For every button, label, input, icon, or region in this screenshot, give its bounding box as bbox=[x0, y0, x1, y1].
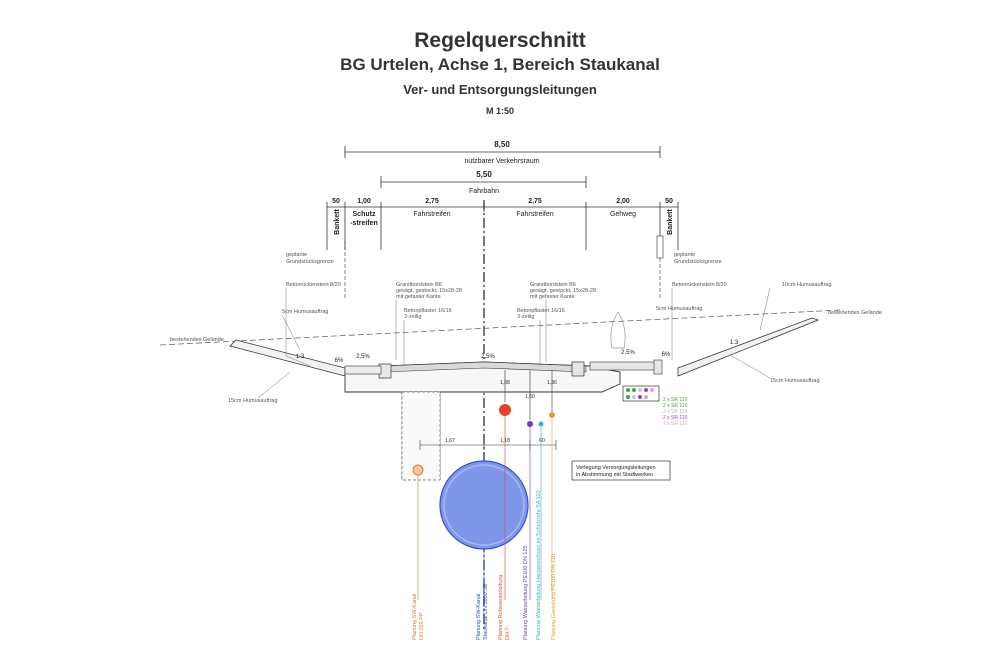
dim-schutz: 1,00 bbox=[357, 198, 371, 205]
leader-lines bbox=[257, 287, 771, 399]
staukanal-pipe bbox=[439, 460, 529, 550]
pflaster-right-2: 3-zeilig bbox=[517, 314, 534, 320]
pipe-label-sw-2: DN 250 PP bbox=[419, 612, 425, 640]
legend-item-3: 2 x SR 110 bbox=[663, 409, 688, 415]
pflaster-left-1: Betonpflaster 16/16 bbox=[404, 308, 452, 314]
humus-right: 5cm Humusauftrag bbox=[656, 306, 702, 312]
dim-lane-left: 2,75 bbox=[425, 198, 439, 205]
legend-item-1: 2 x SR 110 bbox=[663, 397, 688, 403]
dim-lane-right: 2,75 bbox=[528, 198, 542, 205]
sw-kanal-pipe bbox=[412, 464, 424, 476]
depth-3: 1,36 bbox=[547, 380, 557, 386]
grenze-left-1: geplante bbox=[286, 252, 307, 258]
existing-terrain-line bbox=[159, 309, 841, 346]
pipe-leaders bbox=[417, 416, 553, 600]
dim-bankett-right: 50 bbox=[665, 198, 673, 205]
title-block: Regelquerschnitt BG Urtelen, Achse 1, Be… bbox=[0, 28, 1000, 116]
pipe-label-hausanschluss: Planung Wasserleitung Hausanschluss im S… bbox=[536, 491, 542, 641]
gelaende-right: bestehendes Gelände bbox=[828, 310, 882, 316]
pipes bbox=[412, 404, 555, 550]
depth-1: 1,08 bbox=[500, 380, 510, 386]
dimension-chain bbox=[326, 146, 679, 250]
humus-far-right: 10cm Humusauftrag bbox=[782, 282, 832, 288]
section-schutz-2: -streifen bbox=[350, 220, 378, 227]
dim-total: 8,50 bbox=[494, 140, 510, 149]
pct-schutz: 2,5% bbox=[356, 354, 370, 360]
dim-road: 5,50 bbox=[476, 170, 492, 179]
depth-dimensions bbox=[419, 370, 557, 450]
pct-bankett-left: 6% bbox=[335, 358, 344, 364]
granit-right-3: mit gefaster Kante bbox=[530, 294, 575, 300]
granit-left-1: Granitbordstein B6 bbox=[396, 282, 442, 288]
grenze-right-1: geplante bbox=[674, 252, 695, 258]
curb-right bbox=[571, 361, 585, 377]
trench bbox=[401, 391, 441, 481]
legend-item-2: 2 x SR 110 bbox=[663, 403, 688, 409]
humus-bottom-right: 15cm Humusauftrag bbox=[770, 378, 820, 384]
granit-left-2: gesägt, gestockt, 15x28-28 bbox=[396, 288, 462, 294]
depth-2: 1,50 bbox=[525, 394, 535, 400]
pct-road: 2,5% bbox=[481, 354, 495, 360]
page-subtitle: BG Urtelen, Achse 1, Bereich Staukanal bbox=[340, 55, 660, 74]
page-title: Regelquerschnitt bbox=[414, 29, 586, 52]
pipe-label-stau-2: Staukanal DN 1800 SB bbox=[483, 583, 489, 640]
rohwasser-pipe bbox=[499, 404, 511, 416]
offset-1: 1,67 bbox=[445, 438, 455, 444]
pipe-label-stau-1: Planung SW-Kanal bbox=[476, 594, 482, 640]
granit-left-3: mit gefaster Kante bbox=[396, 294, 441, 300]
dim-gehweg: 2,00 bbox=[616, 198, 630, 205]
sidewalk bbox=[589, 361, 661, 371]
section-lane-right: Fahrstreifen bbox=[516, 211, 553, 218]
beton-right: Betonrückenstein 8/20 bbox=[672, 282, 727, 288]
pipe-label-roh-2: DN ? bbox=[505, 627, 511, 640]
pipe-label-roh-1: Planung Rohwasserleitung bbox=[498, 575, 504, 640]
drawing-topic: Ver- und Entsorgungsleitungen bbox=[403, 82, 597, 97]
section-bankett-left: Bankett bbox=[334, 209, 341, 235]
pipe-label-sw-1: Planung SW-Kanal bbox=[412, 594, 418, 640]
pct-bankett-right: 6% bbox=[662, 352, 671, 358]
legend-item-5: 1 x SR 110 bbox=[663, 421, 688, 427]
dim-bankett-left: 50 bbox=[332, 198, 340, 205]
offset-3: 60 bbox=[539, 438, 545, 444]
embankments bbox=[229, 317, 820, 377]
grenze-right-2: Grundstücksgrenze bbox=[674, 259, 722, 265]
dim-total-label: nutzbarer Verkehrsraum bbox=[464, 158, 539, 165]
granit-right-1: Granitbordstein B6 bbox=[530, 282, 576, 288]
pct-gehweg: 2,5% bbox=[621, 350, 635, 356]
slope-left: 1:3 bbox=[296, 354, 305, 360]
section-bankett-right: Bankett bbox=[667, 209, 674, 235]
pflaster-right-1: Betonpflaster 16/16 bbox=[517, 308, 565, 314]
gelaende-left: bestehendes Gelände bbox=[170, 337, 224, 343]
pflaster-left-2: 3-zeilig bbox=[404, 314, 421, 320]
pipe-label-wasser: Planung Wasserleitung PE100 DN 125 bbox=[523, 545, 529, 640]
cable-duct-box bbox=[622, 385, 660, 402]
grenze-left-2: Grundstücksgrenze bbox=[286, 259, 334, 265]
drawing-scale: M 1:50 bbox=[485, 106, 514, 116]
section-lane-left: Fahrstreifen bbox=[413, 211, 450, 218]
section-gehweg: Gehweg bbox=[610, 211, 636, 218]
dim-road-label: Fahrbahn bbox=[469, 188, 499, 195]
wasser-pipe bbox=[527, 421, 533, 427]
granit-right-2: gesägt, gestockt, 15x28-28 bbox=[530, 288, 596, 294]
humus-left: 5cm Humusauftrag bbox=[282, 309, 328, 315]
note-line-1: Verlegung Versorgungsleitungen bbox=[576, 465, 656, 471]
humus-bottom-left: 15cm Humusauftrag bbox=[228, 398, 278, 404]
cable-duct-legend: 2 x SR 110 2 x SR 110 2 x SR 110 2 x SR … bbox=[622, 385, 688, 427]
hausanschluss-pipe bbox=[538, 421, 544, 427]
pipe-label-gas: Planung Gasleitung PE100 DN 110 bbox=[551, 554, 557, 640]
note-line-2: in Abstimmung mit Stadtwerken bbox=[576, 472, 653, 478]
section-schutz-1: Schutz bbox=[353, 211, 376, 218]
gas-pipe bbox=[549, 412, 555, 418]
road-body bbox=[344, 311, 663, 393]
beton-left: Betonrückenstein 8/20 bbox=[286, 282, 341, 288]
property-border-markers bbox=[344, 235, 664, 300]
note-box: Verlegung Versorgungsleitungen in Abstim… bbox=[571, 460, 671, 481]
legend-item-4: 2 x SR 110 bbox=[663, 415, 688, 421]
slope-right: 1:3 bbox=[730, 340, 739, 346]
pedestrian-figure bbox=[610, 311, 626, 349]
